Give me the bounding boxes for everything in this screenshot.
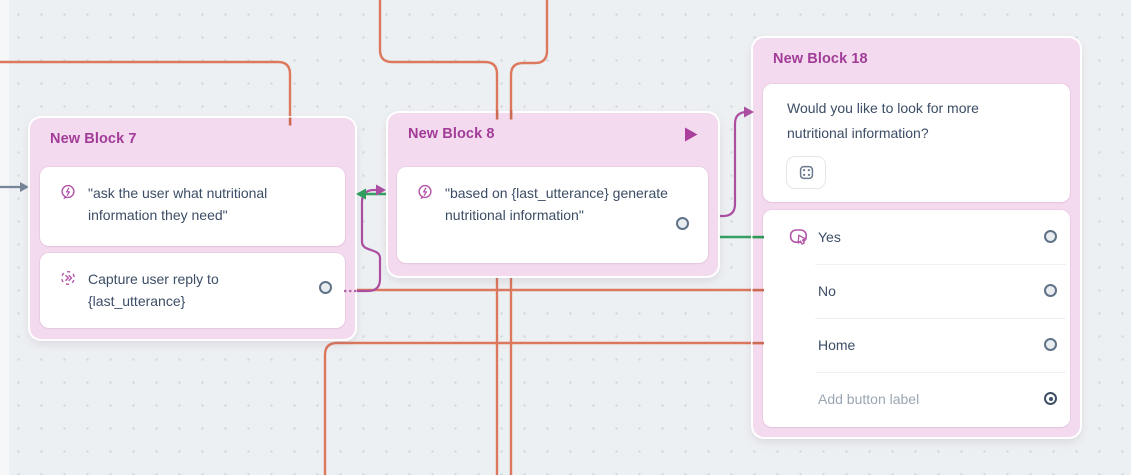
- ai-generate-icon: [418, 184, 432, 200]
- block-7-capture-port[interactable]: [319, 281, 332, 294]
- add-button-row[interactable]: Add button label: [763, 372, 1070, 426]
- wire-block18-home-down: [323, 341, 764, 475]
- buttons-icon: [789, 229, 808, 245]
- block-8[interactable]: New Block 8 "based on {last_utterance} g…: [388, 113, 718, 276]
- block-18-buttons-card: Yes No Home Add button label: [763, 210, 1070, 427]
- block-18[interactable]: New Block 18 Would you like to look for …: [753, 38, 1080, 437]
- ai-generate-icon: [61, 184, 75, 200]
- block-7[interactable]: New Block 7 "ask the user what nutrition…: [30, 118, 355, 339]
- button-row-yes[interactable]: Yes: [763, 210, 1070, 264]
- play-icon[interactable]: [685, 127, 698, 142]
- row-divider: [815, 372, 1066, 373]
- variant-button[interactable]: [786, 156, 826, 189]
- block-18-message: Would you like to look for more nutritio…: [787, 100, 979, 141]
- block-7-step-capture[interactable]: Capture user reply to {last_utterance}: [40, 253, 345, 328]
- button-yes-port[interactable]: [1044, 230, 1057, 243]
- add-button-port[interactable]: [1044, 392, 1057, 405]
- step-text: Capture user reply to {last_utterance}: [88, 271, 219, 309]
- button-label: Yes: [818, 229, 841, 245]
- row-divider: [815, 318, 1066, 319]
- dice-icon: [799, 165, 813, 180]
- add-button-label-input[interactable]: Add button label: [818, 391, 920, 407]
- block-18-message-card[interactable]: Would you like to look for more nutritio…: [763, 84, 1070, 202]
- block-7-step-ai[interactable]: "ask the user what nutritional informati…: [40, 167, 345, 246]
- wire-into-block7-top: [0, 60, 292, 118]
- block-18-title: New Block 18: [773, 51, 868, 67]
- button-label: Home: [818, 337, 856, 353]
- block-8-step-ai[interactable]: "based on {last_utterance} generate nutr…: [397, 167, 708, 263]
- block-7-title: New Block 7: [50, 131, 137, 147]
- capture-icon: [60, 270, 76, 286]
- block-8-step-port[interactable]: [676, 217, 689, 230]
- arrowhead-green-into-block7: [356, 188, 366, 200]
- button-row-no[interactable]: No: [763, 264, 1070, 318]
- button-no-port[interactable]: [1044, 284, 1057, 297]
- button-label: No: [818, 283, 836, 299]
- arrowhead-into-block7-left: [20, 182, 29, 192]
- step-text: "based on {last_utterance} generate nutr…: [445, 185, 668, 223]
- step-text: "ask the user what nutritional informati…: [88, 185, 268, 223]
- button-row-home[interactable]: Home: [763, 318, 1070, 372]
- block-8-title: New Block 8: [408, 126, 495, 142]
- row-divider: [815, 264, 1066, 265]
- canvas-left-edge: [0, 0, 9, 475]
- button-home-port[interactable]: [1044, 338, 1057, 351]
- arrowhead-into-block8: [376, 184, 386, 196]
